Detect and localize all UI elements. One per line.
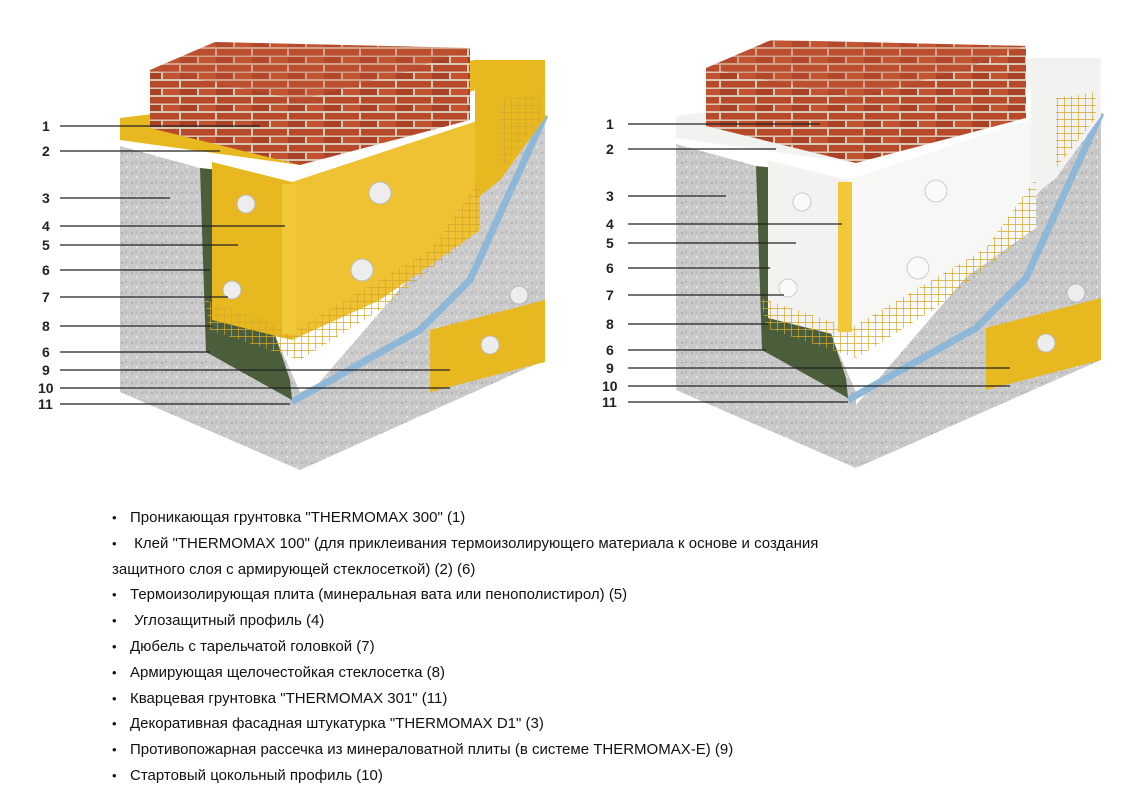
primer-right <box>846 111 1105 404</box>
legend-item-text: Стартовый цокольный профиль (10) <box>130 766 383 784</box>
callout-4: 4 <box>606 216 614 232</box>
corner-profile-right <box>838 182 852 332</box>
legend-item-text: Кварцевая грунтовка "THERMOMAX 301" (11) <box>130 689 448 707</box>
legend-item: •защитного слоя с армирующей стеклосетко… <box>112 557 1012 583</box>
legend-item-text: Армирующая щелочестойкая стеклосетка (8) <box>130 663 445 681</box>
legend-item-text: Термоизолирующая плита (минеральная вата… <box>130 586 628 604</box>
bullet-icon: • <box>112 767 117 783</box>
callout-2: 2 <box>42 143 50 159</box>
legend-item-text: защитного слоя с армирующей стеклосеткой… <box>112 560 476 578</box>
right-block <box>676 40 1105 468</box>
callout-5: 5 <box>606 235 614 251</box>
dowel-icon <box>778 278 798 298</box>
dowel-icon <box>509 285 529 305</box>
mesh-left <box>205 180 480 360</box>
bullet-icon: • <box>112 664 117 680</box>
callout-11: 11 <box>602 394 617 410</box>
leader-lines-right <box>628 123 1010 403</box>
legend-item-text: Декоративная фасадная штукатурка "THERMO… <box>130 715 544 733</box>
callout-3: 3 <box>42 190 50 206</box>
dowel-icon <box>792 192 812 212</box>
callout-9: 9 <box>42 362 50 378</box>
dowel-icon <box>236 194 256 214</box>
callout-8: 8 <box>606 316 614 332</box>
dowel-icon <box>350 258 374 282</box>
plaster-right-side <box>856 120 1101 468</box>
dowel-icon <box>906 256 930 280</box>
legend-item: • Дюбель с тарельчатой головкой (7) <box>112 634 1012 660</box>
callout-2: 2 <box>606 141 614 157</box>
bullet-icon: • <box>112 716 117 732</box>
legend-item: • Термоизолирующая плита (минеральная ват… <box>112 582 1012 608</box>
callout-1: 1 <box>606 116 614 132</box>
callout-4: 4 <box>42 218 50 234</box>
bullet-icon: • <box>112 535 117 551</box>
legend-item-text: Дюбель с тарельчатой головкой (7) <box>130 637 375 655</box>
dowel-icon <box>1066 283 1086 303</box>
callout-10: 10 <box>602 378 618 394</box>
callout-6: 6 <box>42 262 50 278</box>
mesh-right <box>761 178 1036 358</box>
bullet-icon: • <box>112 690 117 706</box>
legend-item: • Кварцевая грунтовка "THERMOMAX 301" (11… <box>112 686 1012 712</box>
legend-item: • Армирующая щелочестойкая стеклосетка (8… <box>112 660 1012 686</box>
callouts-left: 1 2 3 4 5 6 7 8 6 9 10 11 <box>38 118 54 412</box>
dowel-icon <box>368 181 392 205</box>
bullet-icon: • <box>112 638 117 654</box>
legend-item: • Углозащитный профиль (4) <box>112 608 1012 634</box>
legend-item-text: Углозащитный профиль (4) <box>130 612 325 630</box>
callout-6b: 6 <box>606 342 614 358</box>
legend-item: • Противопожарная рассечка из минераловат… <box>112 737 1012 763</box>
insulation-left-side <box>292 120 480 340</box>
insulation-right-side <box>848 118 1036 338</box>
callout-8: 8 <box>42 318 50 334</box>
legend-item: • Клей "THERMOMAX 100" (для приклеивания… <box>112 531 1012 557</box>
corner-profile-left <box>282 184 296 334</box>
callouts-right: 1 2 3 4 5 6 7 8 6 9 10 11 <box>602 116 618 410</box>
bullet-icon: • <box>112 510 117 525</box>
callout-7: 7 <box>42 289 50 305</box>
dowel-icon <box>924 179 948 203</box>
callout-11: 11 <box>38 396 53 412</box>
legend-item: • Декоративная фасадная штукатурка "THERM… <box>112 711 1012 737</box>
legend-list: • Проникающая грунтовка "THERMOMAX 300" (… <box>112 505 1012 789</box>
callout-5: 5 <box>42 237 50 253</box>
brick-right <box>706 40 1026 163</box>
legend-item-text: Проникающая грунтовка "THERMOMAX 300" (1… <box>130 509 466 526</box>
callout-6: 6 <box>606 260 614 276</box>
bullet-icon: • <box>112 587 117 603</box>
legend-item: • Проникающая грунтовка "THERMOMAX 300" (… <box>112 505 1012 531</box>
callout-1: 1 <box>42 118 50 134</box>
callout-6b: 6 <box>42 344 50 360</box>
dowel-icon <box>222 280 242 300</box>
legend-item-text: Противопожарная рассечка из минераловатн… <box>130 741 734 759</box>
bullet-icon: • <box>112 742 117 758</box>
dowel-icon <box>1036 333 1056 353</box>
bullet-icon: • <box>112 613 117 629</box>
legend-item-text: Клей "THERMOMAX 100" (для приклеивания т… <box>130 534 819 552</box>
brick-left <box>150 42 470 165</box>
left-block <box>120 42 549 470</box>
callout-9: 9 <box>606 360 614 376</box>
callout-10: 10 <box>38 380 54 396</box>
legend-item: • Стартовый цокольный профиль (10) <box>112 763 1012 789</box>
callout-3: 3 <box>606 188 614 204</box>
leader-lines-left <box>60 125 450 405</box>
primer-left <box>290 113 549 406</box>
dowel-icon <box>480 335 500 355</box>
callout-7: 7 <box>606 287 614 303</box>
